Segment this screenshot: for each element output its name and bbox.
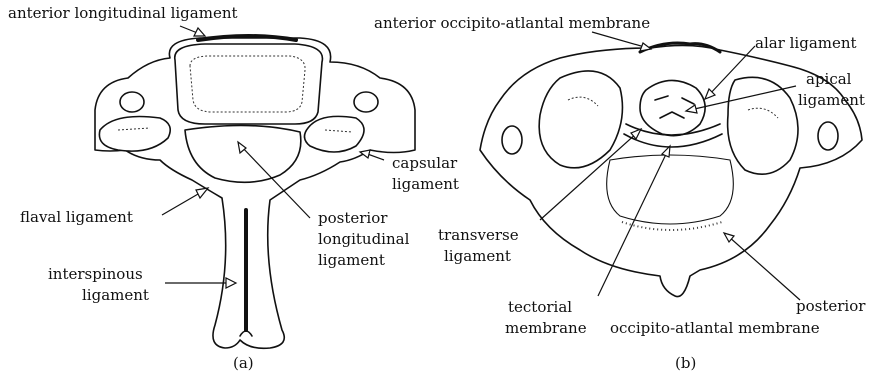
caption-b: (b) (675, 354, 696, 372)
arrow-anterior-occipito (592, 32, 648, 48)
label-anterior-longitudinal-ligament: anterior longitudinal ligament (8, 4, 238, 22)
label-flaval-ligament: flaval ligament (20, 208, 133, 226)
atlas-foramen-left (502, 126, 522, 154)
label-posterior-longitudinal-line1: posterior (318, 209, 387, 227)
label-anterior-occipito-atlantal: anterior occipito-atlantal membrane (374, 14, 650, 32)
label-apical-line1: apical (806, 70, 851, 88)
label-transverse-line2: ligament (444, 247, 511, 265)
label-tectorial-line1: tectorial (508, 298, 572, 316)
label-posterior-longitudinal-line2: longitudinal (318, 230, 409, 248)
arrowhead-anterior-longitudinal (194, 28, 205, 36)
label-alar-ligament: alar ligament (755, 34, 857, 52)
atlas-drawing (480, 43, 862, 297)
arrowhead-flaval (196, 188, 208, 198)
label-capsular-ligament-line2: ligament (392, 175, 459, 193)
arrow-posterior-occipito (728, 236, 800, 300)
label-posterior-occipito-line2: occipito-atlantal membrane (610, 319, 820, 337)
label-interspinous-line2: ligament (82, 286, 149, 304)
transverse-foramen-right (354, 92, 378, 112)
caption-a: (a) (233, 354, 254, 372)
label-apical-line2: ligament (798, 91, 865, 109)
transverse-foramen-left (120, 92, 144, 112)
atlas-foramen-right (818, 122, 838, 150)
label-tectorial-line2: membrane (505, 319, 587, 337)
label-transverse-line1: transverse (438, 226, 519, 244)
label-capsular-ligament-line1: capsular (392, 154, 457, 172)
label-interspinous-line1: interspinous (48, 265, 143, 283)
label-posterior-occipito-line1: posterior (796, 297, 865, 315)
label-posterior-longitudinal-line3: ligament (318, 251, 385, 269)
